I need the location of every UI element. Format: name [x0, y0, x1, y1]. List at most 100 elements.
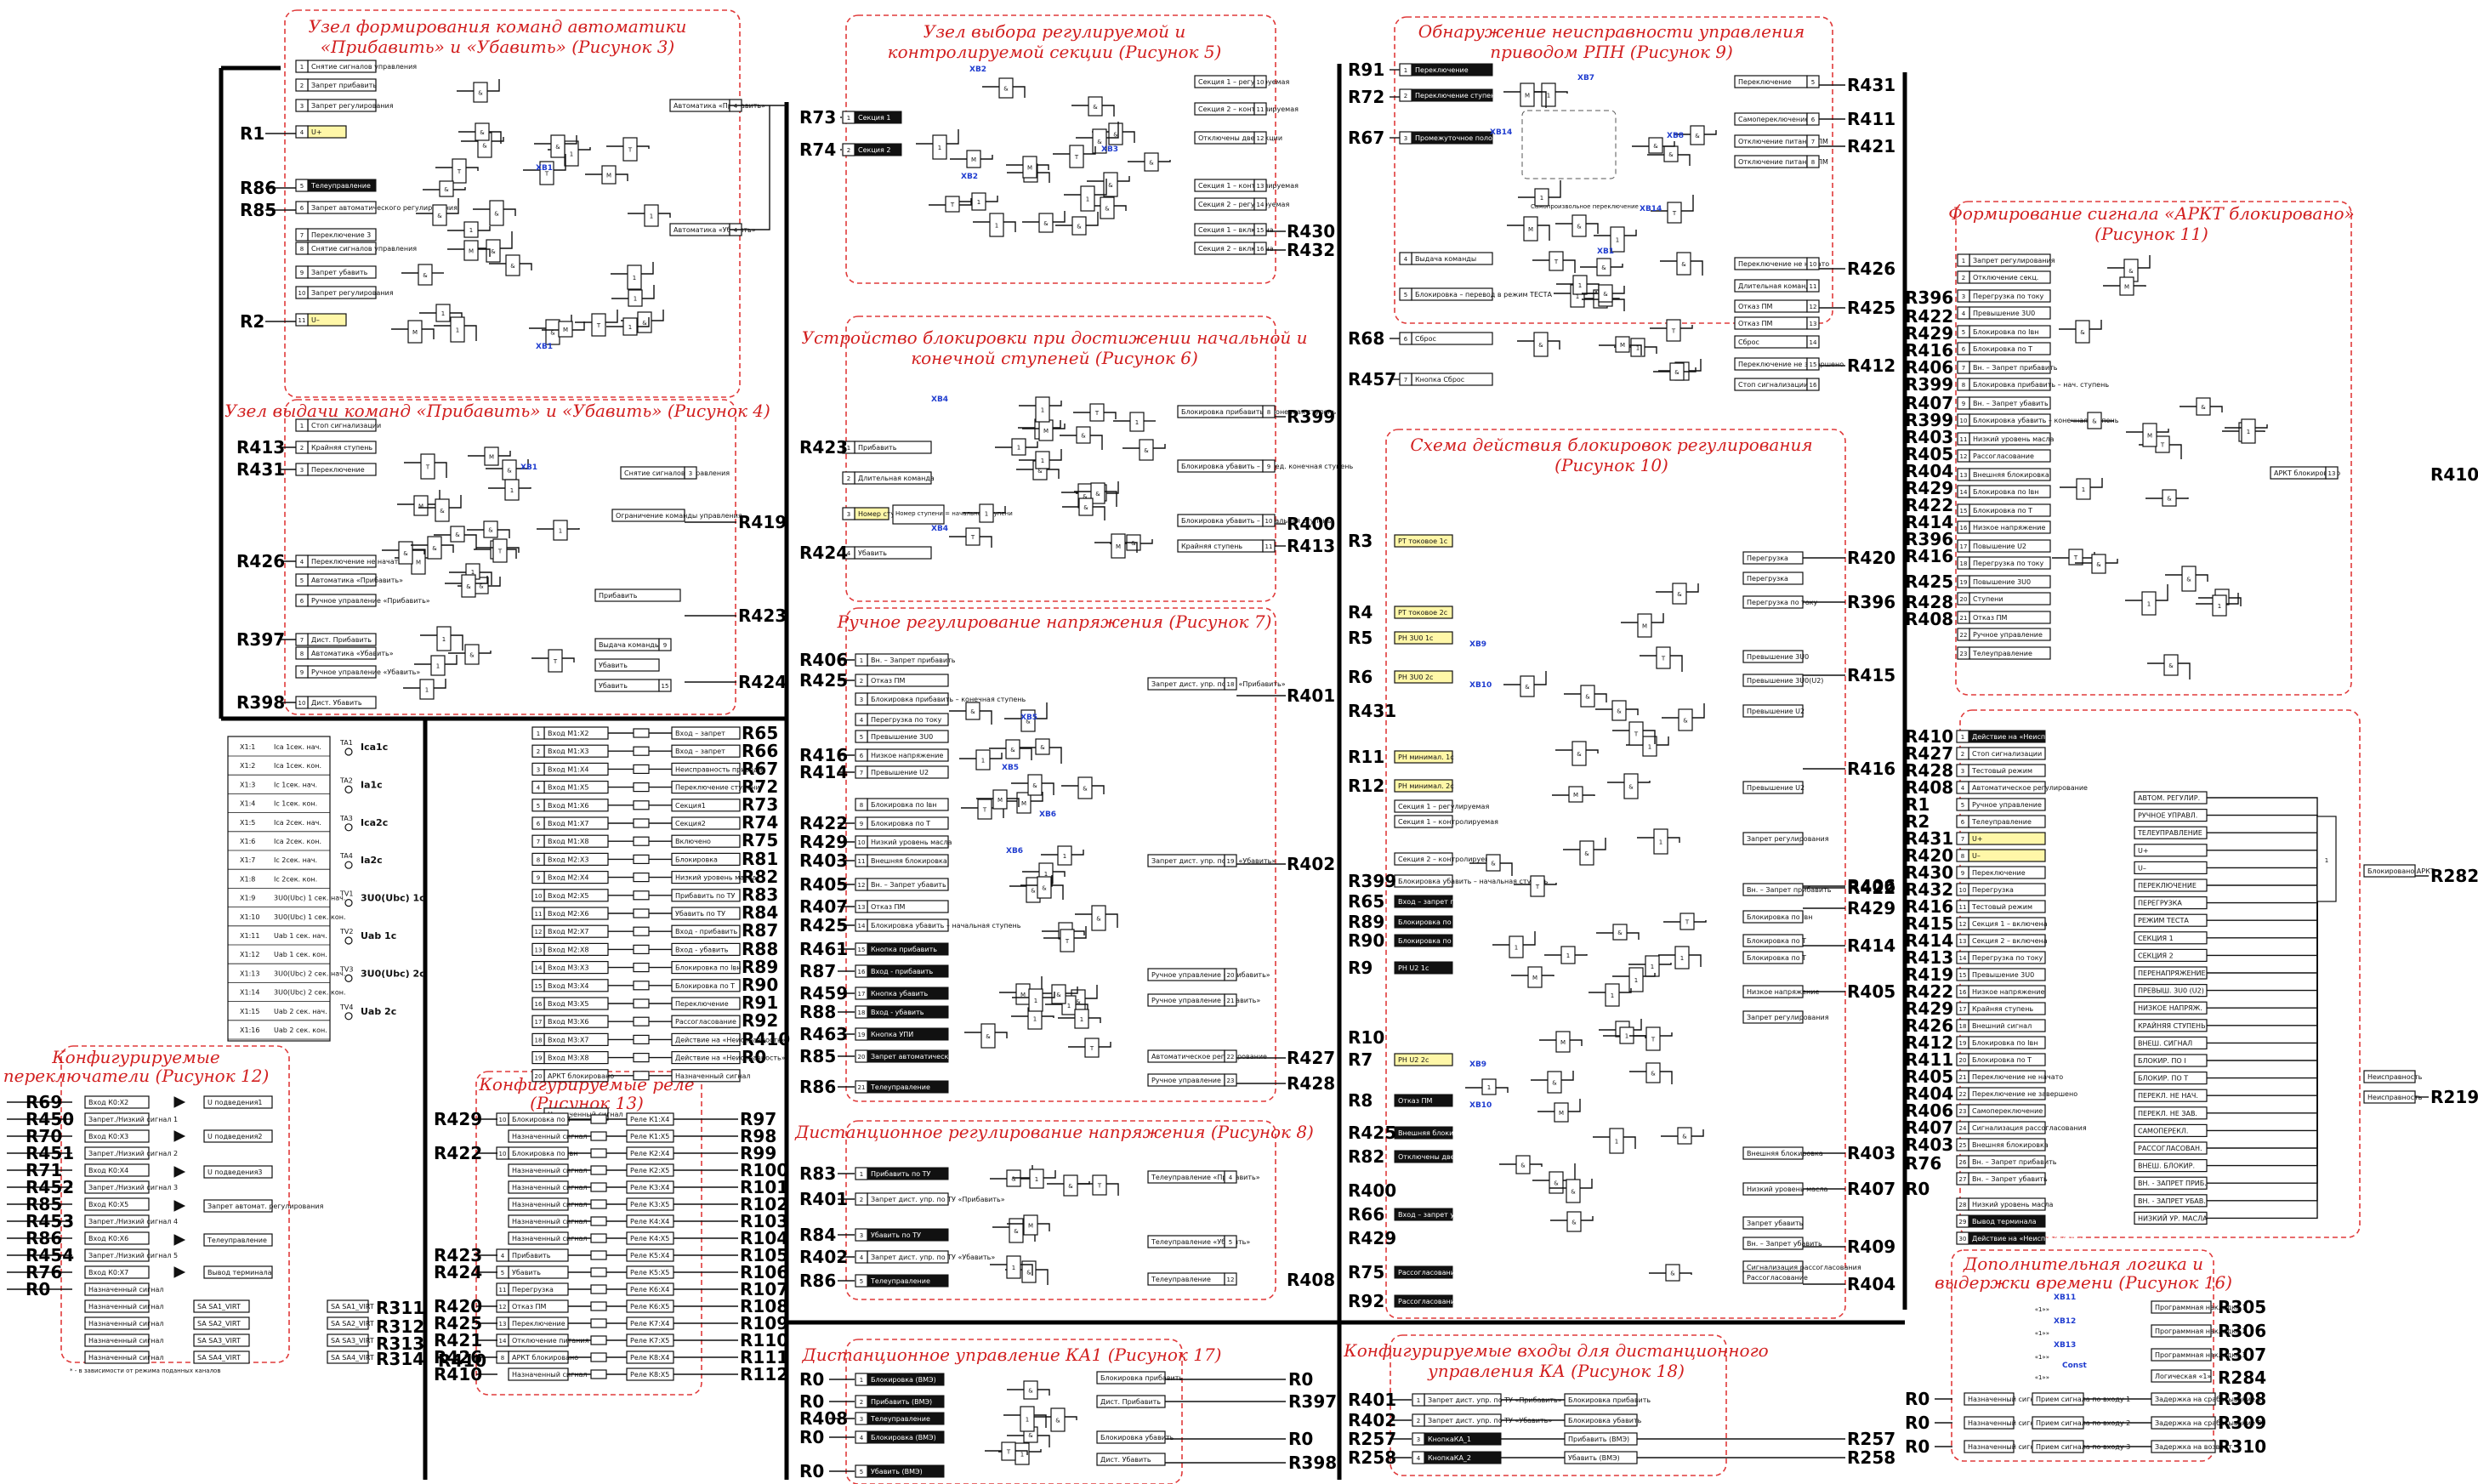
output-block — [1742, 951, 1804, 964]
output-block-label: Переключение не завершено — [1738, 361, 1844, 368]
signal-in-fig7: R403 — [799, 850, 848, 871]
input-block-label: Кнопка Сброс — [1415, 376, 1464, 384]
signal-in-fig11: R396 — [1905, 529, 1953, 549]
logic-gate-symbol: & — [1056, 992, 1061, 998]
input-block-label: Блокировка по Iвн — [1398, 918, 1463, 926]
ta-row-name: Ica 2сек. нач. — [274, 819, 321, 827]
output-block-label: Секция 2 – контролируемая — [1198, 105, 1299, 113]
pin-number-text: 8 — [501, 1355, 504, 1362]
pin-number — [855, 835, 868, 849]
signal-out-fig17: R398 — [1288, 1453, 1337, 1473]
signal-in-fig11: R396 — [1905, 287, 1953, 308]
pin-number — [855, 713, 868, 726]
pin-number — [1956, 1197, 1969, 1211]
logic-gate-symbol: & — [1042, 885, 1047, 892]
signal-out-fig13: R111 — [740, 1347, 788, 1367]
wire — [1627, 932, 1640, 940]
pin-number-text: 16 — [535, 1001, 543, 1008]
input-block-label: Превышение 3U0 — [871, 733, 933, 741]
logic-gate-symbol: & — [1105, 206, 1110, 213]
signal-out-fig10: R420 — [1847, 548, 1895, 568]
pin-number-text: 11 — [1960, 436, 1968, 443]
logic-gate — [1547, 1071, 1562, 1094]
pin-number-text: 11 — [535, 911, 543, 918]
section-title-s8: Дистанционное регулирование напряжения (… — [794, 1122, 1314, 1142]
logic-gate-symbol: 1 — [1041, 458, 1044, 464]
ta-row-name: Ica 1сек. нач. — [274, 743, 321, 751]
signal-mid: R89 — [742, 957, 778, 977]
logic-gate-symbol: 1 — [1576, 293, 1579, 300]
delay-block — [633, 1034, 650, 1045]
pin-number-text: 3 — [300, 467, 304, 474]
jumper-label: XB1 — [536, 343, 553, 351]
pin-number-text: 4 — [734, 103, 738, 110]
wire — [1575, 954, 1588, 956]
output-block-label: ПЕРЕКЛ. НЕ ЗАВ. — [2138, 1110, 2197, 1117]
ta-row-terminal: X1:6 — [240, 838, 255, 845]
logic-gate-symbol: 1 — [1086, 196, 1089, 203]
pin-number-text: 14 — [1257, 202, 1265, 208]
input-block-label: Перегрузка по току — [1973, 293, 2044, 300]
output-block-label: Прием сигнала по входу 1 — [2036, 1396, 2130, 1403]
wire — [1106, 1183, 1119, 1196]
input-block-label: Назначенный сигнал — [88, 1354, 164, 1362]
input-block-label: Вход М2:Х8 — [548, 946, 588, 953]
signal-in-fig8: R84 — [799, 1225, 836, 1245]
signal-out-fig9: R426 — [1847, 259, 1895, 279]
switch-arrow-icon — [173, 1096, 186, 1108]
input-block-label: Перегрузка — [512, 1286, 554, 1294]
output-block-label: ПЕРЕГРУЗКА — [2138, 900, 2182, 907]
pin-number-text: 10 — [535, 893, 543, 900]
ta-label: Uab 2c — [361, 1006, 396, 1017]
output-block-label: Реле К3:Х5 — [630, 1201, 669, 1208]
pin-number-text: 19 — [535, 1055, 543, 1062]
signal-mid: R66 — [742, 741, 778, 761]
pin-number-text: 1 — [860, 1171, 863, 1178]
ta-id: TA1 — [339, 739, 353, 747]
output-block-label: Вход – запрет — [675, 748, 725, 755]
logic-gate-symbol: & — [1617, 930, 1623, 936]
pin-number — [531, 924, 545, 938]
logic-gate — [1038, 213, 1054, 233]
jumper-label: XB1 — [520, 463, 537, 472]
pin-number-text: 1 — [860, 657, 863, 664]
output-block-label: Логическая «1» — [2155, 1373, 2211, 1380]
pin-number-text: 3 — [1962, 293, 1965, 300]
logic-gate-symbol: 1 — [1680, 955, 1684, 962]
signal-in-fig10: R3 — [1348, 531, 1373, 551]
logic-gate-symbol: & — [2080, 329, 2085, 336]
pin-number-text: 7 — [860, 770, 863, 776]
input-block — [84, 1129, 150, 1143]
wire — [1694, 920, 1707, 923]
input-block-label: Промежуточное положение — [1415, 134, 1515, 142]
signal-in-fig7: R429 — [799, 832, 848, 852]
wire — [1496, 1087, 1509, 1093]
jumper-label: XB5 — [1002, 764, 1019, 772]
logic-gate-symbol: M — [1043, 428, 1049, 435]
signal-in-fig19: R420 — [1905, 845, 1953, 866]
pin-number-text: 15 — [535, 983, 543, 990]
pin-number-text: 23 — [1959, 1108, 1967, 1115]
pin-number — [531, 726, 545, 740]
jumper-label: Const — [2062, 1362, 2088, 1370]
output-block — [193, 1299, 250, 1313]
jumper-label: XB5 — [1020, 714, 1037, 722]
input-block-label: Вход М1:Х2 — [548, 730, 588, 737]
pin-number — [531, 852, 545, 867]
output-block — [1742, 1237, 1804, 1250]
wire — [1689, 359, 1702, 372]
signal-in-fig18: R258 — [1348, 1447, 1396, 1468]
pin-number-text: 3 — [300, 103, 304, 110]
pin-number-text: 2 — [860, 1399, 863, 1406]
input-block-label: Переключение 3 — [311, 231, 371, 239]
input-block-label: Вход М1:Х6 — [548, 802, 588, 810]
section-title-s12: Конфигурируемые — [51, 1047, 220, 1067]
signal-in-fig12: R71 — [26, 1160, 62, 1180]
pin-number — [855, 942, 868, 956]
signal-in-fig12: R85 — [26, 1194, 62, 1214]
logic-gate — [1566, 1179, 1581, 1203]
signal-out-fig13: R103 — [740, 1211, 788, 1231]
output-block-label: SA SA3_VIRT — [331, 1337, 374, 1345]
pin-number — [855, 1167, 868, 1180]
